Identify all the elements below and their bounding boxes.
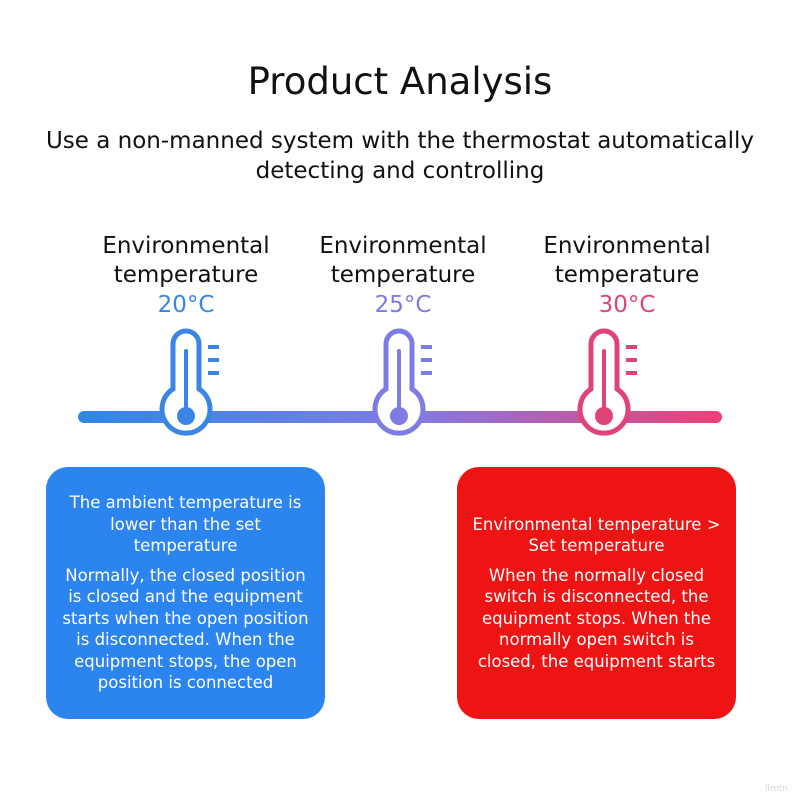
column-20: Environmental temperature 20°C	[76, 232, 296, 320]
box-body: Normally, the closed position is closed …	[62, 565, 309, 693]
box-heading: Environmental temperature > Set temperat…	[472, 514, 721, 556]
info-box-below-set: The ambient temperature is lower than th…	[46, 467, 325, 719]
column-temperature: 25°C	[374, 292, 432, 318]
box-body: When the normally closed switch is disco…	[477, 565, 716, 671]
column-25: Environmental temperature 25°C	[293, 232, 513, 320]
column-label: Environmental temperature	[319, 233, 487, 288]
thermometer-icon	[159, 328, 219, 436]
column-label: Environmental temperature	[102, 233, 270, 288]
temperature-timeline	[78, 328, 722, 436]
column-label: Environmental temperature	[543, 233, 711, 288]
thermometer-icon	[372, 328, 432, 436]
info-box-above-set: Environmental temperature > Set temperat…	[457, 467, 736, 719]
watermark: llmtn	[764, 784, 788, 794]
page-subtitle: Use a non-manned system with the thermos…	[45, 128, 755, 184]
column-30: Environmental temperature 30°C	[517, 232, 737, 320]
thermometer-icon	[577, 328, 637, 436]
column-temperature: 30°C	[598, 292, 656, 318]
page-title: Product Analysis	[247, 60, 553, 103]
column-temperature: 20°C	[157, 292, 215, 318]
box-heading: The ambient temperature is lower than th…	[69, 493, 302, 556]
